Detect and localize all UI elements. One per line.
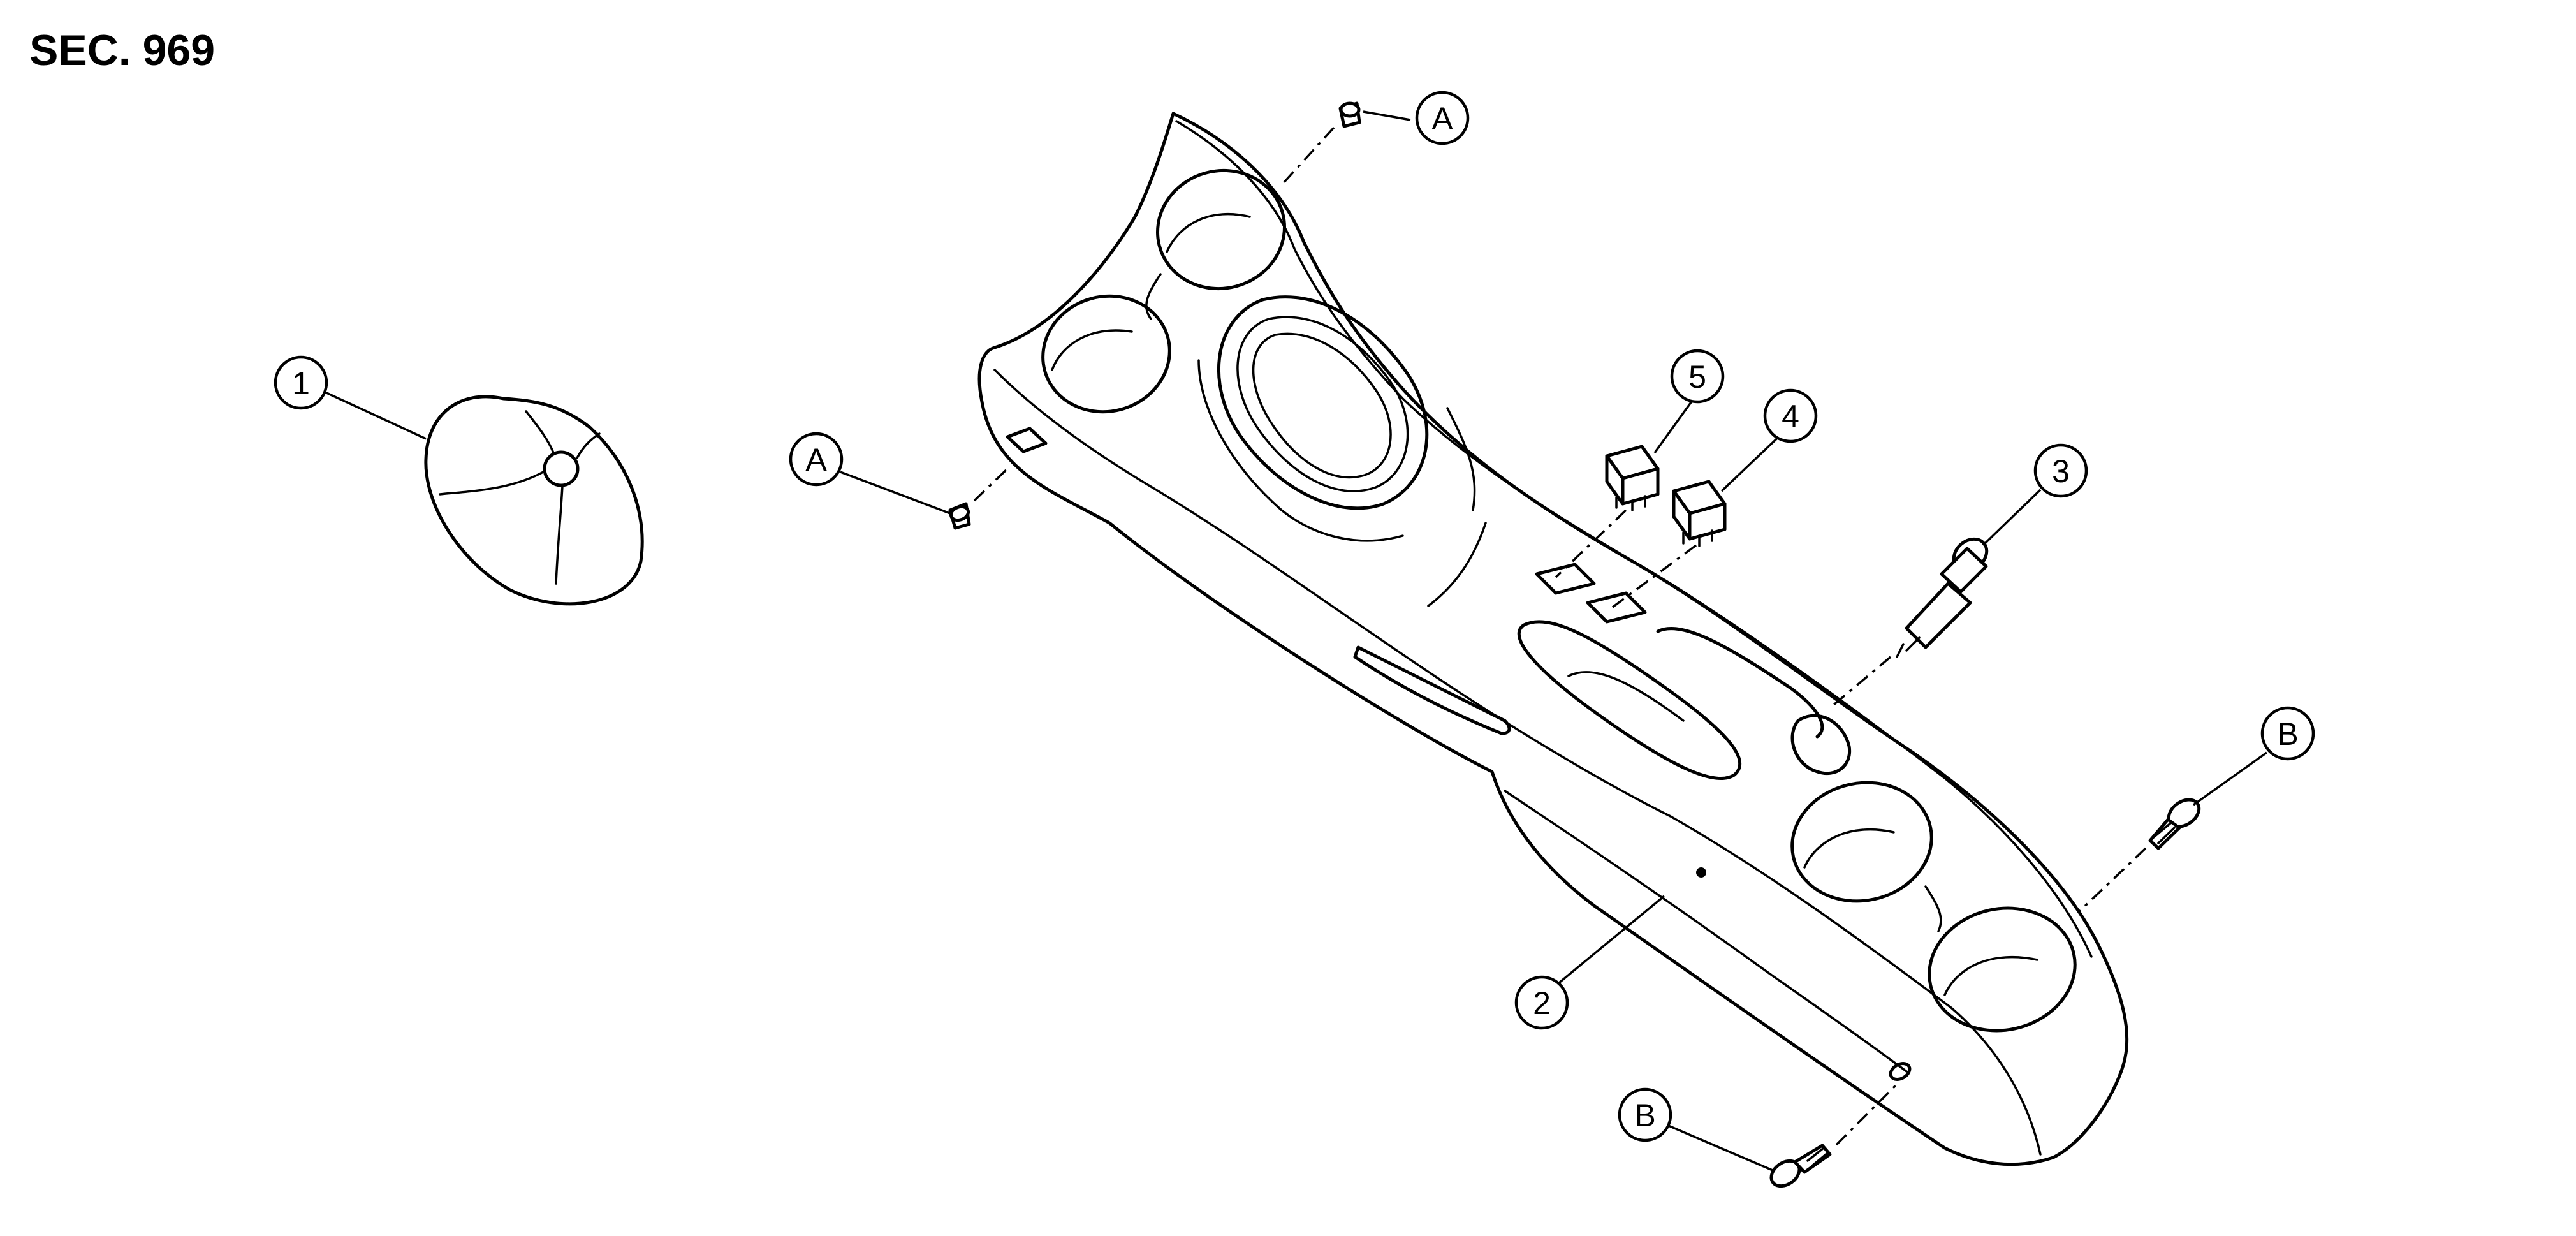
svg-text:1: 1 <box>292 365 310 401</box>
screw-b-right <box>2148 798 2201 850</box>
callout-1: 1 <box>274 355 328 410</box>
part-1-cover <box>424 395 644 606</box>
svg-text:5: 5 <box>1688 359 1706 395</box>
callout-a-left: A <box>789 432 844 487</box>
svg-text:A: A <box>805 442 827 478</box>
screw-b-bottom <box>1769 1144 1832 1188</box>
section-label: SEC. 969 <box>29 26 215 75</box>
part-4-switch <box>1672 480 1727 547</box>
svg-text:4: 4 <box>1782 399 1799 434</box>
callout-b-right: B <box>2260 706 2315 761</box>
clip-a-top <box>1338 101 1361 128</box>
callout-3: 3 <box>2033 443 2088 498</box>
callout-b-bottom: B <box>1618 1087 1672 1142</box>
clip-a-left <box>948 502 971 530</box>
svg-text:3: 3 <box>2052 453 2070 489</box>
svg-text:B: B <box>1634 1098 1655 1133</box>
svg-text:B: B <box>2277 716 2298 752</box>
svg-text:2: 2 <box>1533 985 1551 1021</box>
callout-5: 5 <box>1670 349 1725 404</box>
callout-a-top: A <box>1415 91 1470 145</box>
part-3-power-socket <box>1896 537 1989 658</box>
part-5-switch <box>1605 445 1660 511</box>
svg-text:A: A <box>1431 101 1453 136</box>
part-2-center-console <box>977 112 2129 1166</box>
callout-2: 2 <box>1514 975 1569 1030</box>
callout-4: 4 <box>1763 388 1818 443</box>
